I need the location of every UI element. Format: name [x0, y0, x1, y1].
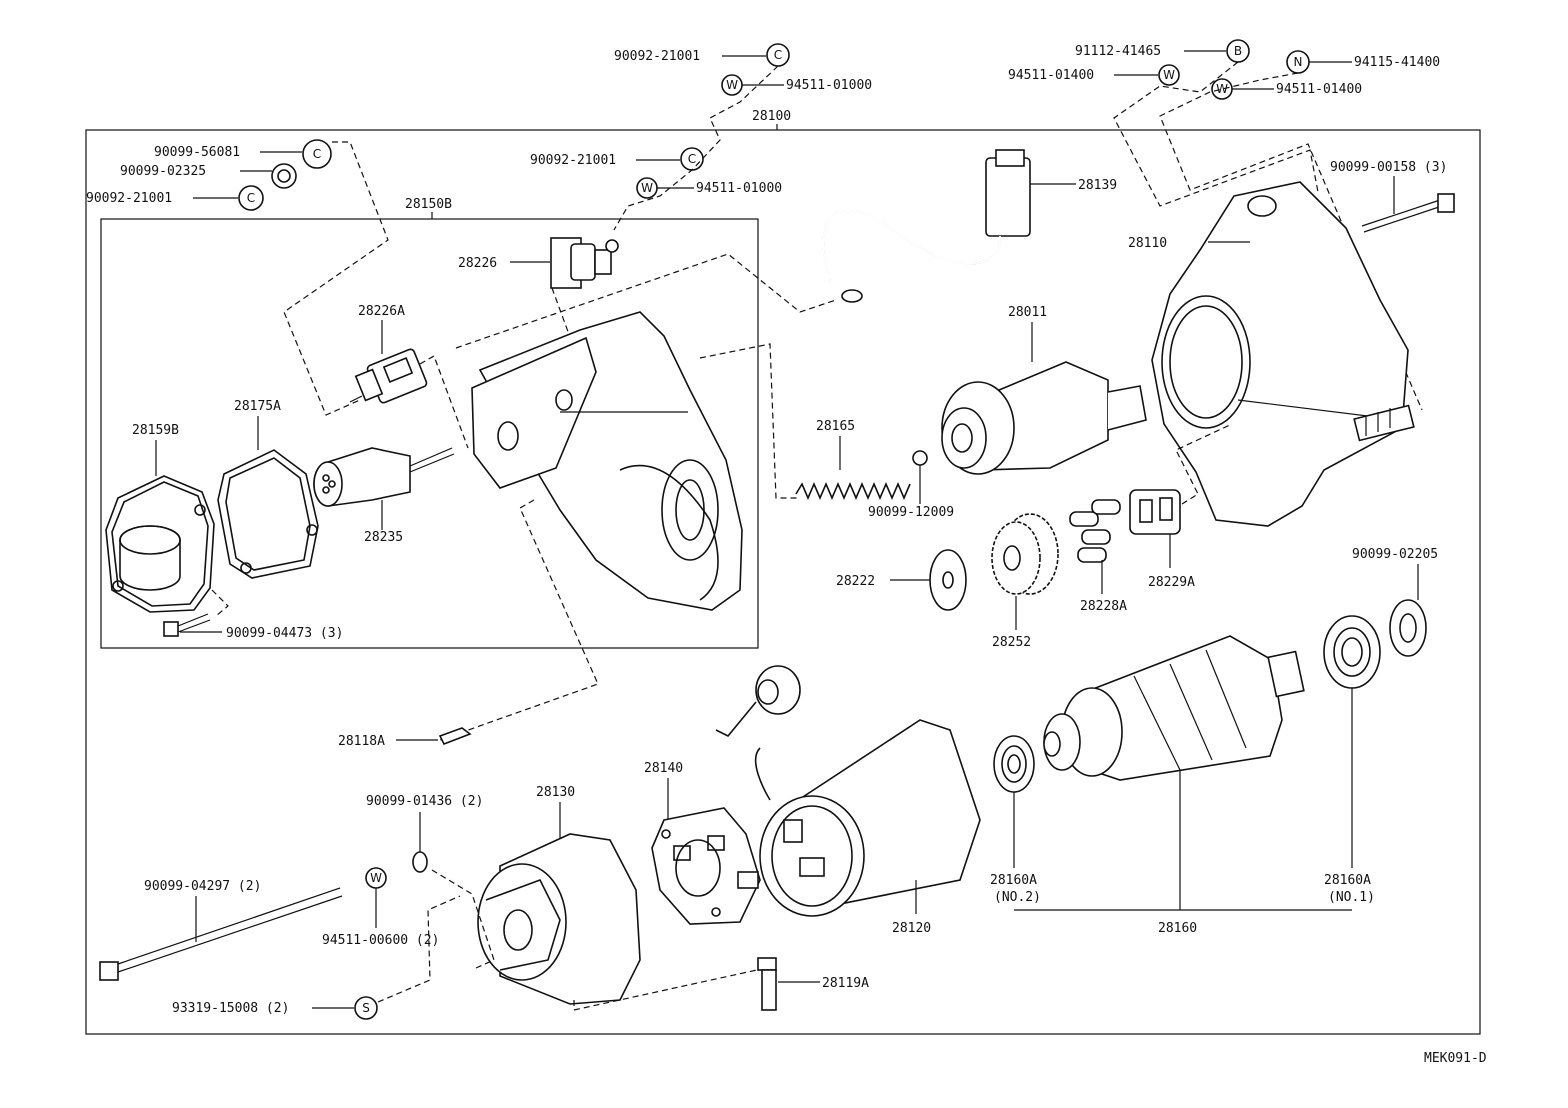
steel-ball-icon: [912, 450, 928, 466]
c-symbol-icon: [238, 185, 264, 211]
callout-28160a-no1-sub: (NO.1): [1328, 890, 1375, 905]
drawing-code: MEK091-D: [1424, 1051, 1487, 1066]
c-symbol-letter: C: [688, 152, 696, 166]
callout-28175a: 28175A: [234, 399, 281, 414]
drive-housing: [471, 311, 743, 611]
callout-28222: 28222: [836, 574, 875, 589]
end-frame-28130: [477, 833, 641, 1005]
c-symbol-letter: C: [247, 191, 255, 205]
callout-28159b: 28159B: [132, 423, 179, 438]
callout-28165: 28165: [816, 419, 855, 434]
yoke-28120: [715, 665, 981, 917]
callout-90099-12009: 90099-12009: [868, 505, 954, 520]
callout-94511-00600: 94511-00600 (2): [322, 933, 439, 948]
callout-90092-21001-c: 90092-21001: [86, 191, 172, 206]
callout-28119a: 28119A: [822, 976, 869, 991]
callout-94511-01400-b: 94511-01400: [1276, 82, 1362, 97]
sub-assembly-number: 28150B: [405, 197, 452, 212]
housing-28110: [1151, 181, 1415, 527]
w-symbol-letter: W: [1216, 82, 1228, 96]
n-symbol-letter: N: [1294, 55, 1303, 69]
callout-28228a: 28228A: [1080, 599, 1127, 614]
w-symbol-letter: W: [726, 78, 738, 92]
callout-28011: 28011: [1008, 305, 1047, 320]
callout-28226: 28226: [458, 256, 497, 271]
w-symbol-letter: W: [641, 181, 653, 195]
lead-wire-28139: [822, 149, 1031, 303]
callout-28160a-no1: 28160A: [1324, 873, 1371, 888]
callout-91112-41465: 91112-41465: [1075, 44, 1161, 59]
callout-28130: 28130: [536, 785, 575, 800]
assembly-frame: [85, 129, 1481, 1035]
callout-28252: 28252: [992, 635, 1031, 650]
callout-28160a-no2: 28160A: [990, 873, 1037, 888]
bolt-90099-04473: [163, 613, 211, 637]
callout-94511-01000-a: 94511-01000: [786, 78, 872, 93]
switch-28226a: [349, 348, 428, 404]
pin-28118a: [438, 727, 472, 746]
callout-90099-02325: 90099-02325: [120, 164, 206, 179]
callout-90099-02205: 90099-02205: [1352, 547, 1438, 562]
callout-93319-15008: 93319-15008 (2): [172, 1001, 289, 1016]
sub-assembly-frame: [100, 218, 759, 649]
w-symbol-letter: W: [370, 871, 382, 885]
plunger-28235: [313, 447, 455, 507]
washer-90099-02205: [1389, 599, 1427, 657]
retainer-28229a: [1129, 489, 1181, 535]
w-symbol-letter: W: [1163, 68, 1175, 82]
callout-90099-01436: 90099-01436 (2): [366, 794, 483, 809]
bearing-28160a-no2: [993, 735, 1035, 793]
s-symbol-letter: S: [362, 1001, 370, 1015]
callout-28229a: 28229A: [1148, 575, 1195, 590]
cover-28159b: [105, 475, 215, 613]
washer-90099-01436: [412, 851, 428, 873]
callout-28226a: 28226A: [358, 304, 405, 319]
through-bolt-90099-04297: [99, 887, 343, 981]
c-symbol-letter: C: [774, 48, 782, 62]
s-symbol-icon: [354, 996, 378, 1020]
assembly-number: 28100: [752, 109, 791, 124]
gasket-28175a: [217, 449, 319, 579]
bolt-90099-00158: [1361, 193, 1455, 233]
callout-94115-41400: 94115-41400: [1354, 55, 1440, 70]
callout-90099-00158: 90099-00158 (3): [1330, 160, 1447, 175]
c-symbol-letter: C: [313, 147, 321, 161]
callout-90099-04473: 90099-04473 (3): [226, 626, 343, 641]
rollers-28228a: [1069, 499, 1121, 563]
c-symbol-icon: [302, 139, 332, 169]
w-symbol-icon: [1158, 64, 1180, 86]
callout-90099-04297: 90099-04297 (2): [144, 879, 261, 894]
callout-28160: 28160: [1158, 921, 1197, 936]
terminal-switch-28226: [550, 237, 619, 289]
callout-94511-01000-b: 94511-01000: [696, 181, 782, 196]
callout-28235: 28235: [364, 530, 403, 545]
armature-28160: [1043, 635, 1305, 781]
screw-28119a: [757, 957, 777, 1011]
callout-90092-21001-a: 90092-21001: [614, 49, 700, 64]
callout-90092-21001-b: 90092-21001: [530, 153, 616, 168]
b-symbol-letter: B: [1234, 44, 1242, 58]
idler-gear-28252: [991, 513, 1059, 595]
washer-28222: [929, 549, 967, 611]
callout-28118a: 28118A: [338, 734, 385, 749]
callout-28160a-no2-sub: (NO.2): [994, 890, 1041, 905]
callout-28110: 28110: [1128, 236, 1167, 251]
callout-90099-56081: 90099-56081: [154, 145, 240, 160]
callout-28139: 28139: [1078, 178, 1117, 193]
spring-28165: [795, 481, 911, 501]
bearing-28160a-no1: [1323, 615, 1381, 689]
callout-28140: 28140: [644, 761, 683, 776]
brush-holder-28140: [651, 807, 761, 925]
o-ring-icon: [271, 163, 297, 189]
callout-28120: 28120: [892, 921, 931, 936]
callout-94511-01400-a: 94511-01400: [1008, 68, 1094, 83]
starter-clutch-28011: [941, 361, 1147, 475]
